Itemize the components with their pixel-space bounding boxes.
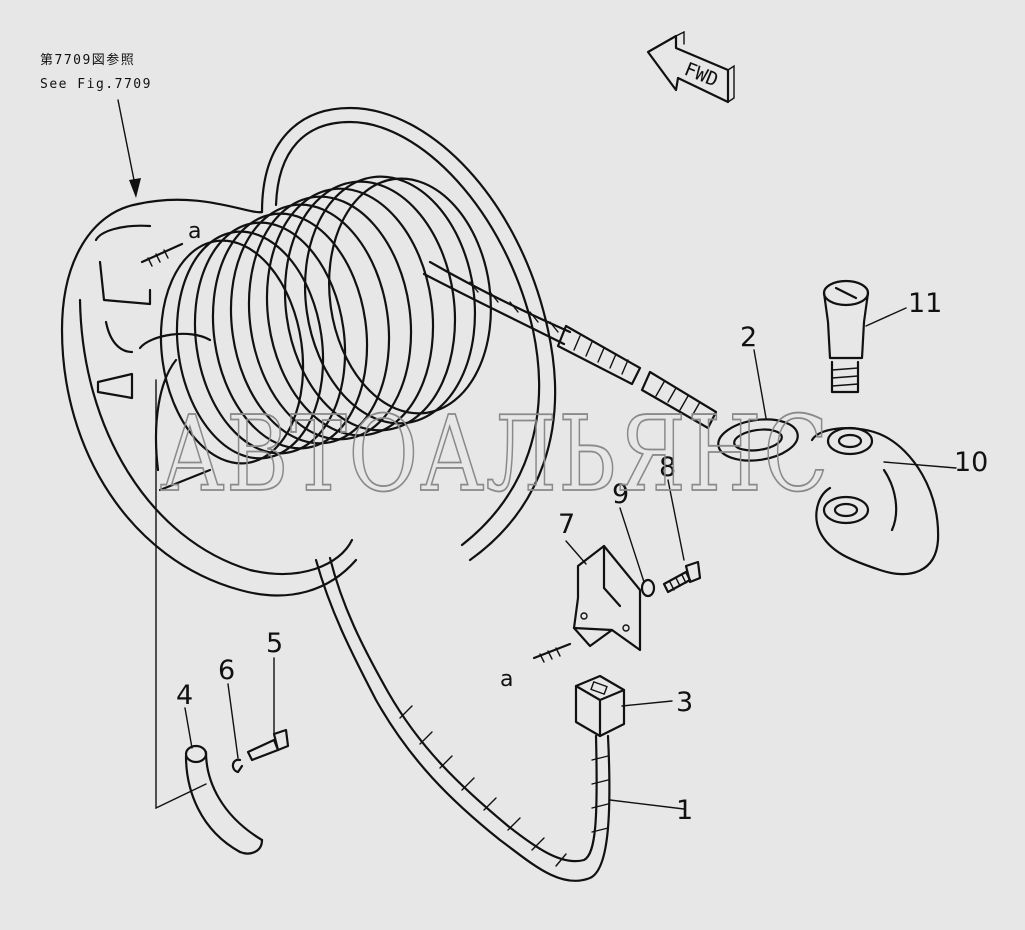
leader-lines (155, 307, 957, 810)
callout-8: 8 (659, 452, 676, 483)
callout-7: 7 (558, 509, 575, 540)
connection-label-top: a (188, 219, 201, 244)
callout-2: 2 (740, 322, 757, 353)
reference-note-en: See Fig.7709 (40, 77, 152, 92)
cable-lower-run (314, 556, 611, 882)
reel-front-flange (60, 198, 358, 597)
callout-1: 1 (676, 795, 693, 826)
callout-10: 10 (954, 447, 988, 478)
lock-washer (231, 758, 244, 774)
bracket (572, 544, 642, 652)
connection-marker-bottom: a (500, 642, 572, 692)
watermark-text: АВТОАЛЬЯНС (160, 393, 830, 515)
reference-arrow (117, 99, 141, 198)
callout-6: 6 (218, 655, 235, 686)
callout-5: 5 (266, 628, 283, 659)
clip (574, 674, 626, 738)
bolt-5 (246, 728, 290, 762)
reference-note-jp: 第7709図参照 (40, 52, 135, 68)
connection-label-bottom: a (500, 667, 513, 692)
callout-11: 11 (908, 288, 942, 319)
fwd-arrow-icon: FWD (646, 30, 735, 104)
washer (640, 578, 656, 598)
bolt-8 (662, 560, 702, 594)
coiled-cable (138, 175, 493, 492)
callout-9: 9 (612, 479, 629, 510)
clamp (810, 426, 940, 576)
callout-4: 4 (176, 680, 193, 711)
fwd-label: FWD (681, 58, 721, 91)
hose (184, 744, 264, 855)
pin (822, 279, 870, 394)
cable-upper-run (422, 260, 718, 430)
eye-terminal (717, 418, 799, 462)
connection-marker-top: a (140, 219, 201, 267)
callout-3: 3 (676, 687, 693, 718)
reel-rear-flange (260, 106, 557, 562)
